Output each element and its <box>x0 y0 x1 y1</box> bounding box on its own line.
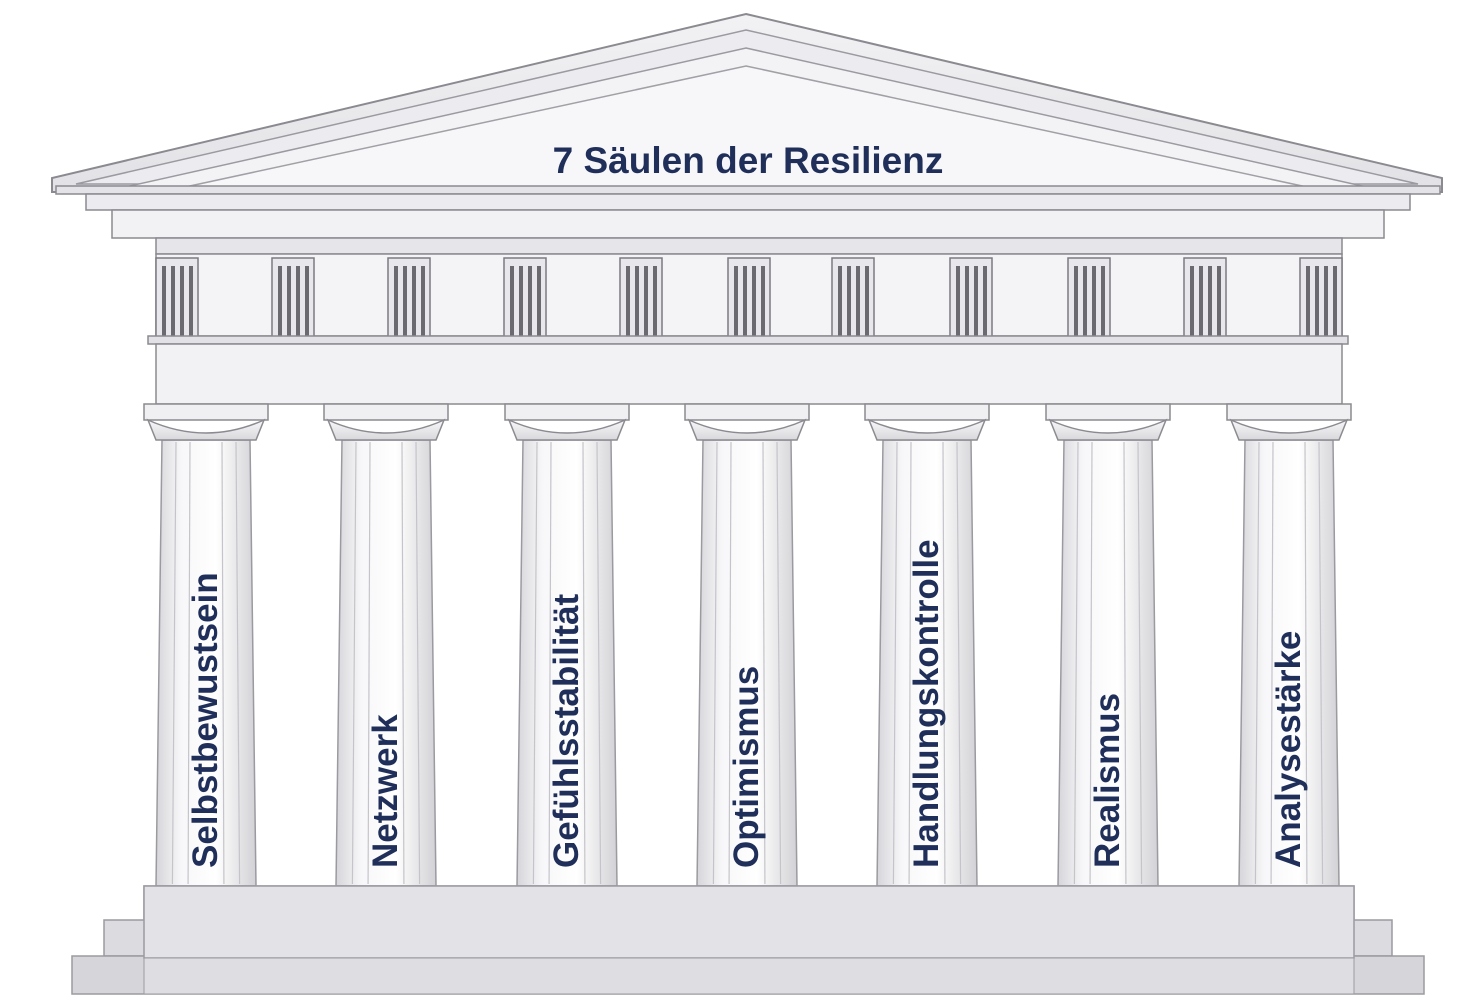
column-2 <box>323 403 449 887</box>
triglyph <box>831 257 875 353</box>
triglyph <box>949 257 993 353</box>
frieze <box>147 237 1349 405</box>
column-7 <box>1226 403 1352 887</box>
temple-base <box>71 885 1425 995</box>
column-3 <box>504 403 630 887</box>
column-5 <box>864 403 990 887</box>
column-6 <box>1045 403 1171 887</box>
triglyph <box>387 257 431 353</box>
pediment <box>51 12 1443 239</box>
columns <box>143 403 1352 887</box>
column-4 <box>684 403 810 887</box>
triglyph <box>271 257 315 353</box>
triglyph <box>727 257 771 353</box>
column-1 <box>143 403 269 887</box>
